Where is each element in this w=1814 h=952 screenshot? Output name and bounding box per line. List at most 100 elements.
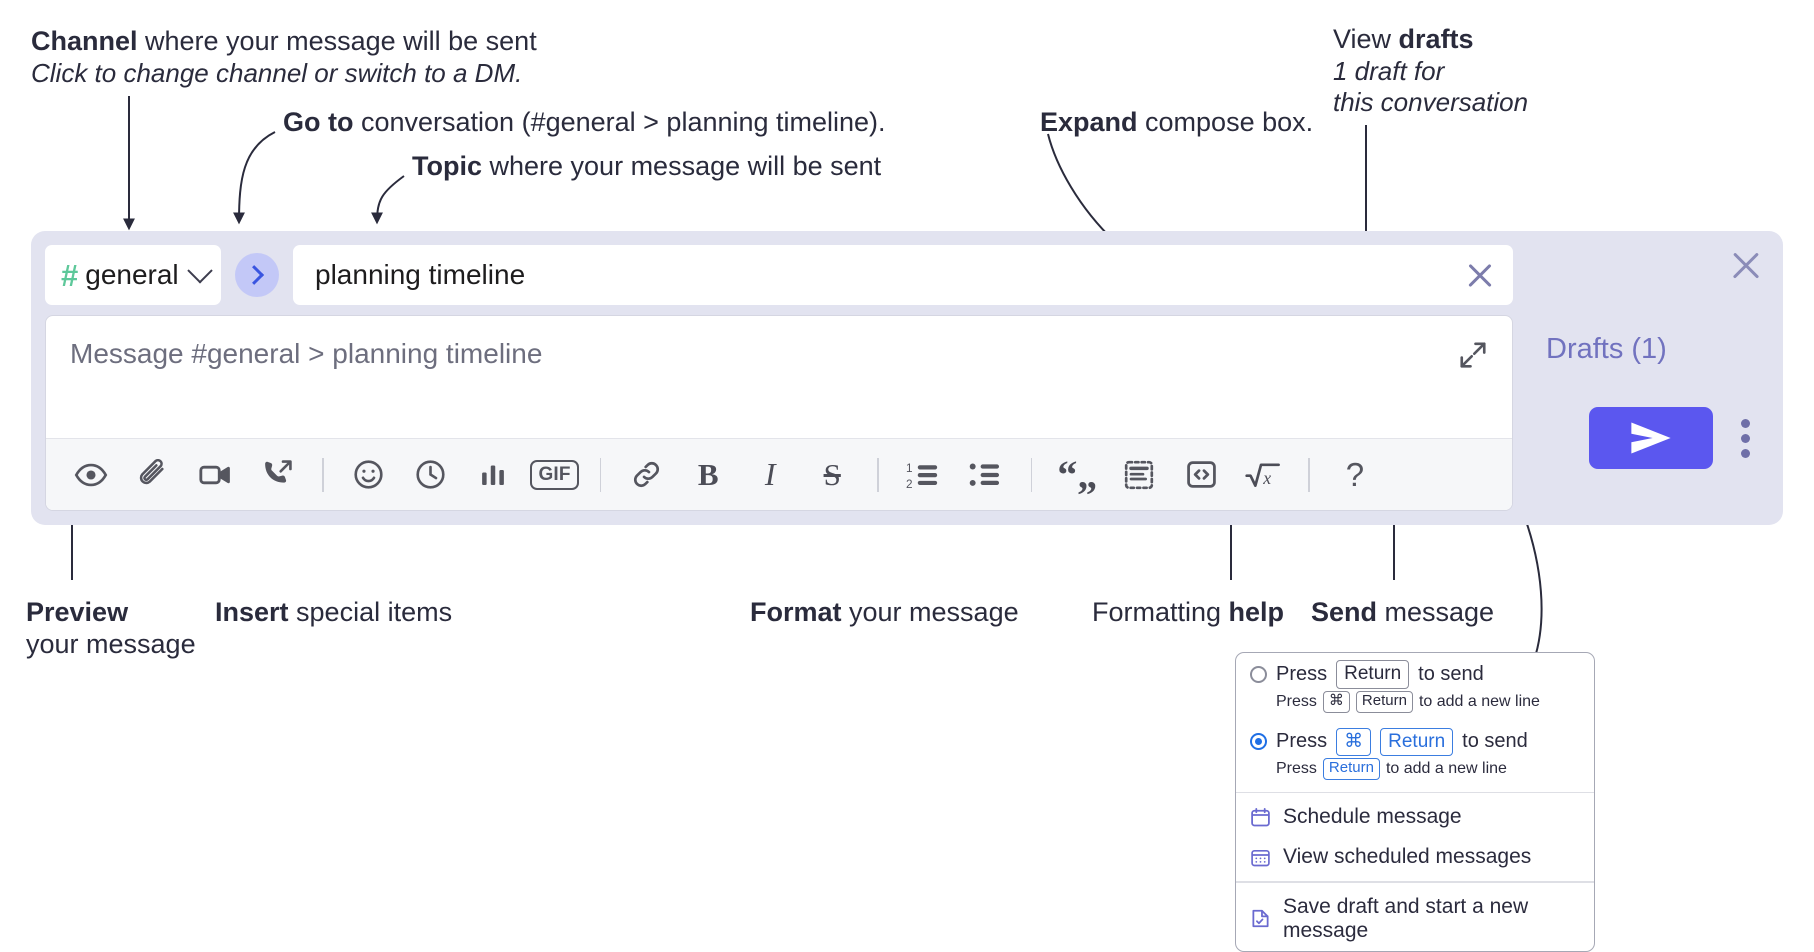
poll-bar-chart-icon[interactable] xyxy=(467,449,519,501)
code-block-icon[interactable] xyxy=(1113,449,1165,501)
annotation-drafts: View drafts 1 draft for this conversatio… xyxy=(1333,24,1528,117)
annotation-channel-rest: where your message will be sent xyxy=(137,26,537,56)
italic-icon[interactable]: I xyxy=(744,449,796,501)
clear-topic-icon[interactable] xyxy=(1465,260,1495,290)
option-row1-post: to send xyxy=(1418,662,1484,685)
preview-icon[interactable] xyxy=(65,449,117,501)
option-row2-subtext: Press Return to add a new line xyxy=(1236,758,1594,788)
key-return: Return xyxy=(1355,690,1413,713)
annotation-expand-bold: Expand xyxy=(1040,107,1138,137)
link-icon[interactable] xyxy=(620,449,672,501)
help-question-mark: ? xyxy=(1345,455,1365,493)
menu-item-view-scheduled-messages[interactable]: View scheduled messages xyxy=(1236,837,1594,877)
key-return: Return xyxy=(1380,727,1454,757)
radio-return-to-send[interactable] xyxy=(1250,665,1267,683)
calendar-grid-icon xyxy=(1251,849,1270,867)
menu-item-schedule-message[interactable]: Schedule message xyxy=(1236,797,1594,837)
annotation-send-rest: message xyxy=(1377,597,1495,627)
strikethrough-label: S xyxy=(823,456,841,492)
bulleted-list-icon[interactable] xyxy=(960,449,1012,501)
option-row2-sub-pre: Press xyxy=(1276,760,1317,778)
emoji-icon[interactable] xyxy=(343,449,395,501)
channel-selector[interactable]: # general xyxy=(45,245,221,305)
annotation-format: Format your message xyxy=(750,597,1019,629)
save-draft-icon xyxy=(1252,910,1269,928)
ordered-list-icon[interactable]: 1 2 xyxy=(898,449,950,501)
option-row1-sub-pre: Press xyxy=(1276,692,1317,710)
topic-input[interactable]: planning timeline xyxy=(293,245,1513,305)
option-row2-pre: Press xyxy=(1276,730,1328,753)
radio-cmd-return-to-send[interactable] xyxy=(1250,733,1267,751)
annotation-channel-bold: Channel xyxy=(31,26,138,56)
annotation-insert: Insert special items xyxy=(215,597,452,629)
blockquote-icon[interactable]: “„ xyxy=(1051,449,1103,501)
attachment-icon[interactable] xyxy=(127,449,179,501)
menu-divider xyxy=(1236,881,1594,883)
gif-label: GIF xyxy=(530,459,579,490)
formatting-help-icon[interactable]: ? xyxy=(1329,449,1381,501)
hash-icon: # xyxy=(61,257,78,293)
kebab-dot xyxy=(1740,418,1750,428)
annotation-topic-bold: Topic xyxy=(412,151,482,181)
compose-options-menu: Press Return to send Press ⌘ Return to a… xyxy=(1235,652,1595,952)
toolbar-divider xyxy=(1308,457,1310,492)
blockquote-glyph: “„ xyxy=(1057,451,1098,497)
video-clip-icon[interactable] xyxy=(189,449,241,501)
formatting-toolbar: GIF B I xyxy=(46,438,1512,510)
annotation-help-prefix: Formatting xyxy=(1092,597,1229,627)
send-area xyxy=(1589,407,1767,469)
annotation-expand-rest: compose box. xyxy=(1137,107,1314,137)
option-press-return-to-send[interactable]: Press Return to send xyxy=(1236,653,1594,691)
key-command: ⌘ xyxy=(1322,690,1350,713)
annotation-topic-rest: where your message will be sent xyxy=(482,151,882,181)
inline-code-icon[interactable] xyxy=(1175,449,1227,501)
channel-name-label: general xyxy=(85,259,179,290)
option-row2-post: to send xyxy=(1462,730,1528,753)
kebab-dot xyxy=(1740,433,1750,443)
schedule-clock-icon[interactable] xyxy=(405,449,457,501)
toolbar-divider xyxy=(877,457,879,492)
annotation-topic: Topic where your message will be sent xyxy=(412,151,881,183)
annotation-format-rest: your message xyxy=(841,597,1019,627)
kebab-dot xyxy=(1740,448,1750,458)
audio-clip-icon[interactable] xyxy=(251,449,303,501)
annotation-help-bold: help xyxy=(1228,597,1285,627)
annotation-goto-bold: Go to xyxy=(283,107,354,137)
annotation-expand: Expand compose box. xyxy=(1040,107,1313,139)
annotation-drafts-prefix: View xyxy=(1333,24,1399,54)
send-button[interactable] xyxy=(1589,407,1713,469)
toolbar-divider xyxy=(322,457,324,492)
chevron-right-icon xyxy=(244,265,265,285)
compose-options-menu-button[interactable] xyxy=(1723,407,1767,469)
send-paper-plane-icon xyxy=(1631,422,1671,454)
option-press-cmd-return-to-send[interactable]: Press ⌘ Return to send xyxy=(1236,721,1594,759)
annotation-insert-rest: special items xyxy=(288,597,453,627)
annotation-format-bold: Format xyxy=(750,597,842,627)
toolbar-divider xyxy=(1030,457,1033,492)
annotation-help: Formatting help xyxy=(1092,597,1284,629)
annotation-drafts-sub2: this conversation xyxy=(1333,86,1529,117)
italic-label: I xyxy=(764,456,776,492)
strikethrough-icon[interactable]: S xyxy=(806,449,858,501)
option-row1-pre: Press xyxy=(1276,662,1328,685)
key-command: ⌘ xyxy=(1336,727,1372,757)
menu-item-save-draft[interactable]: Save draft and start a new message xyxy=(1236,887,1594,951)
annotation-goto-rest: conversation (#general > planning timeli… xyxy=(353,107,886,137)
gif-icon[interactable]: GIF xyxy=(529,449,581,501)
message-editor[interactable]: Message #general > planning timeline xyxy=(45,315,1513,511)
annotation-send-bold: Send xyxy=(1311,597,1378,627)
menu-item-label: View scheduled messages xyxy=(1283,845,1532,869)
annotation-preview-bold: Preview xyxy=(26,597,129,627)
math-icon[interactable]: x xyxy=(1237,449,1289,501)
toolbar-divider xyxy=(599,457,602,492)
annotation-preview-sub: your message xyxy=(26,628,196,659)
calendar-icon xyxy=(1251,807,1270,827)
svg-text:2: 2 xyxy=(906,478,913,491)
expand-compose-icon[interactable] xyxy=(1458,340,1488,370)
annotation-drafts-sub1: 1 draft for xyxy=(1333,55,1445,86)
drafts-link[interactable]: Drafts (1) xyxy=(1546,333,1667,365)
goto-conversation-button[interactable] xyxy=(235,253,279,297)
option-row1-sub-post: to add a new line xyxy=(1418,692,1540,710)
close-compose-icon[interactable] xyxy=(1729,249,1763,283)
bold-icon[interactable]: B xyxy=(682,449,734,501)
